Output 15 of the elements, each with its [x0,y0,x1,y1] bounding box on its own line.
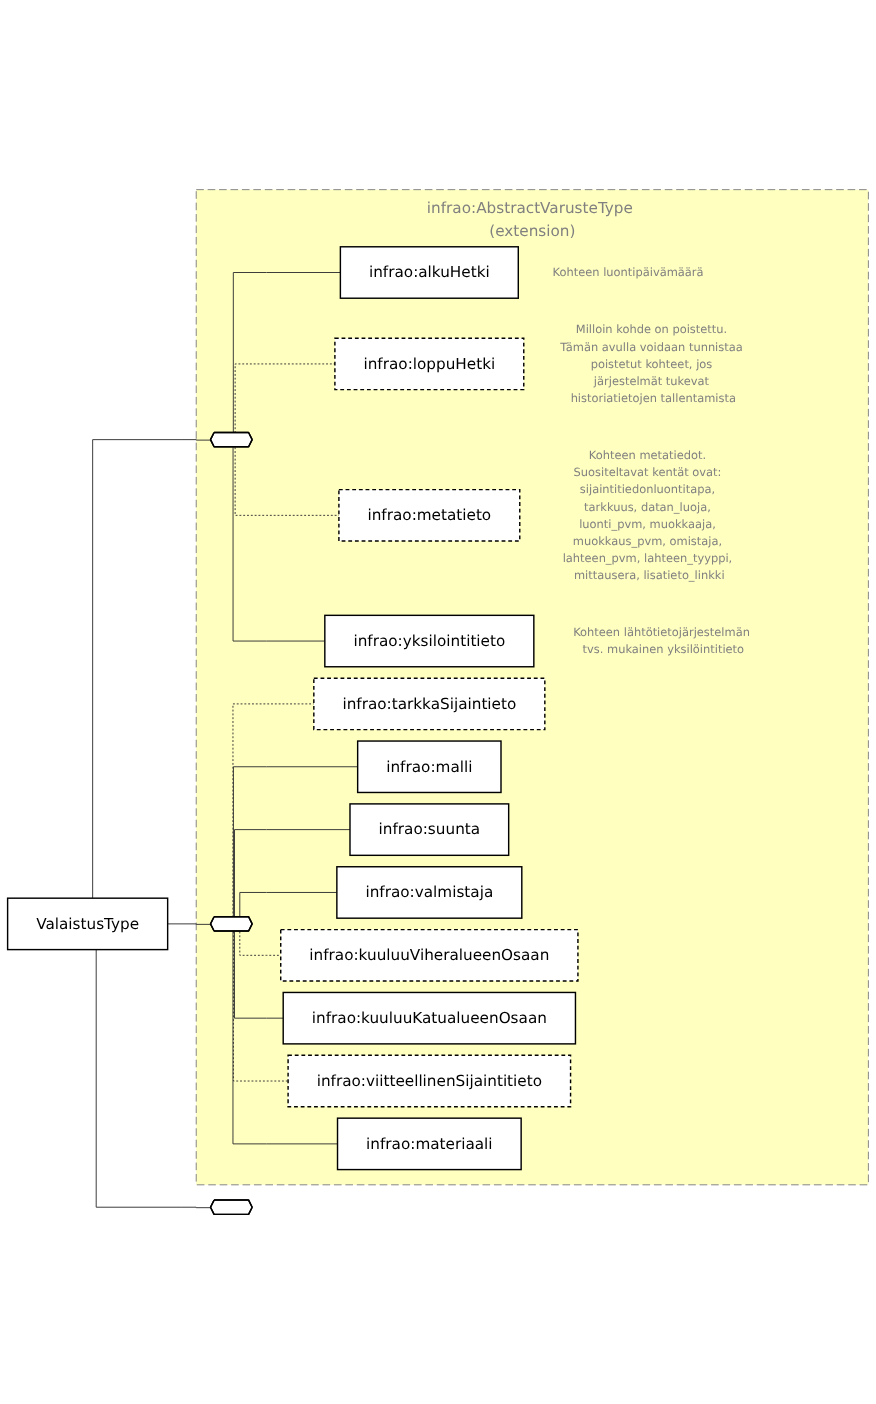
connector [232,766,359,918]
connector [232,446,326,642]
connector [234,446,340,516]
connector [234,829,351,918]
connector [92,439,212,899]
connector [239,931,282,956]
connector [232,272,341,434]
connector [234,931,284,1019]
connector [232,703,315,918]
connector [232,931,338,1145]
connector [95,949,212,1209]
connector [232,931,289,1082]
connector [234,363,336,434]
connector [239,892,338,918]
connector [167,923,212,925]
